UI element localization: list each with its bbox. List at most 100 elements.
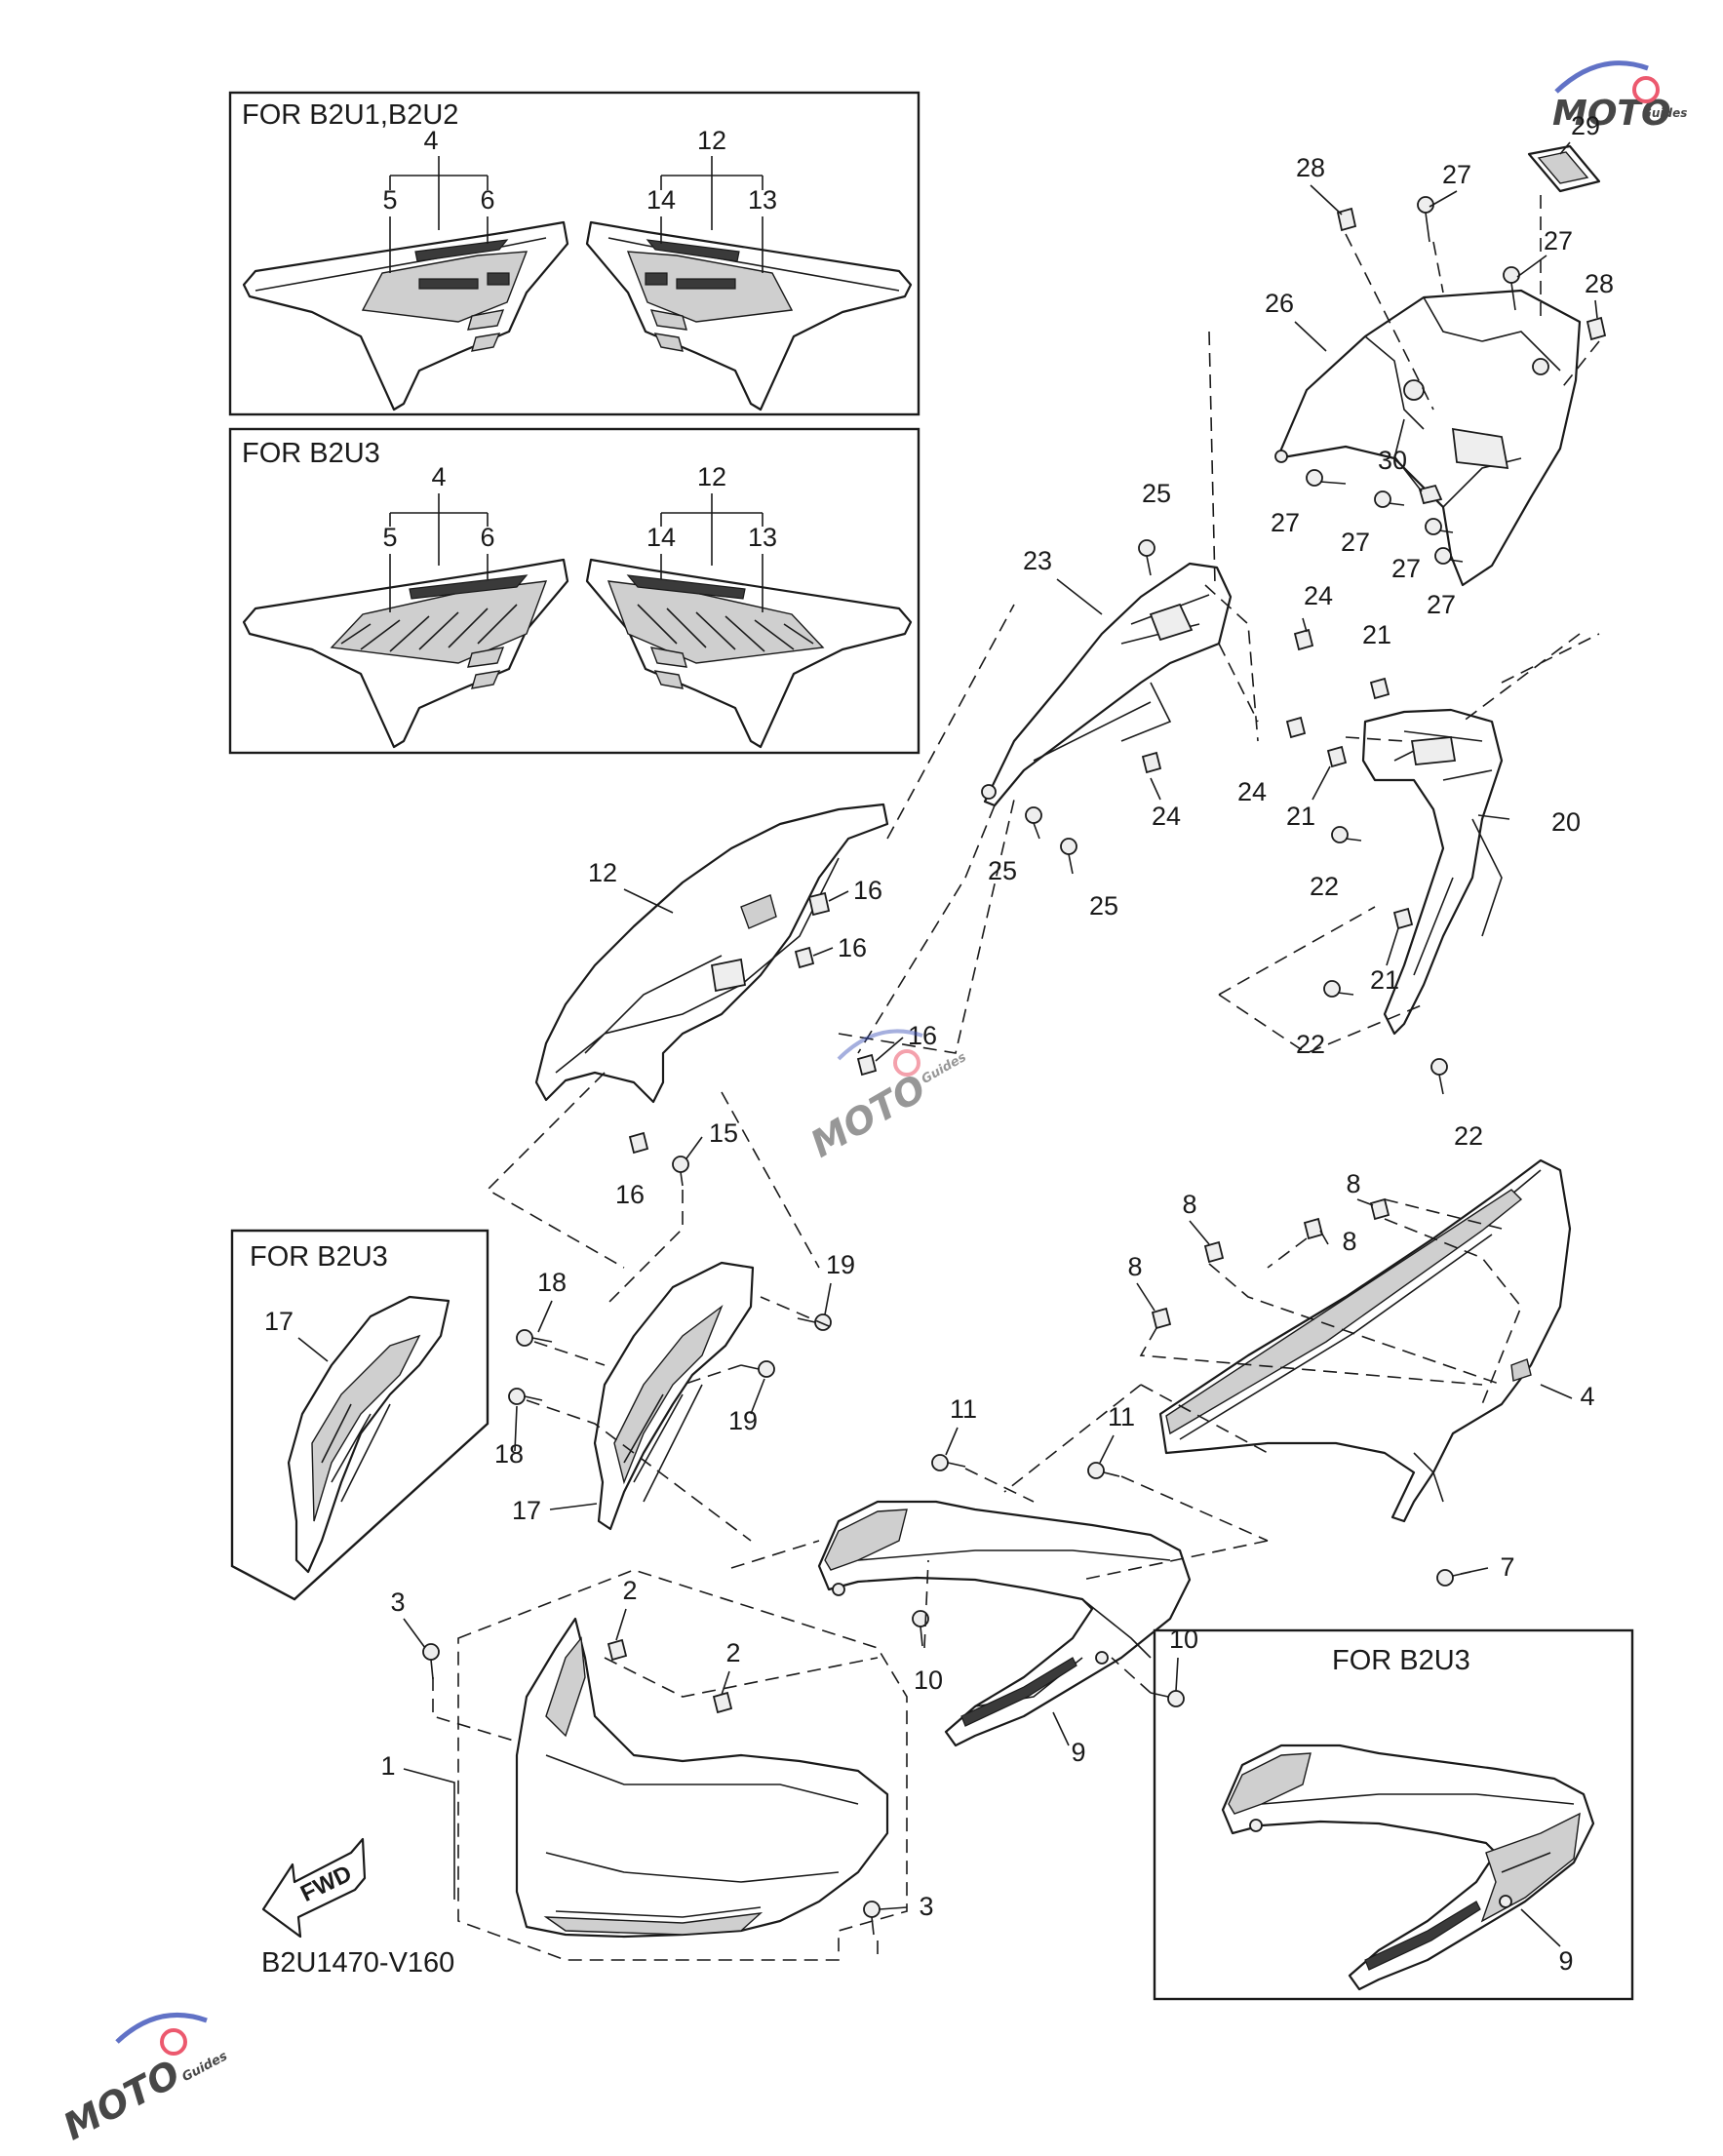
- watermark-sub: Guides: [179, 2049, 230, 2085]
- callout-27: 27: [1271, 508, 1300, 537]
- fasteners-24-25: [1025, 539, 1314, 875]
- screw-22a: [1331, 826, 1349, 843]
- callout-8: 8: [1342, 1227, 1356, 1256]
- nut-16c: [856, 1053, 878, 1077]
- callout-8: 8: [1346, 1169, 1360, 1198]
- inner-bracket-23-group: 25 23 24 24 24 25 25: [857, 331, 1333, 1054]
- callout-27: 27: [1427, 590, 1456, 619]
- watermark-swoosh-icon: [115, 2012, 208, 2044]
- rear-stay-20-group: 21 21 21 20 22 22 22: [1218, 620, 1600, 1151]
- front-side-cover-9-group: 11 11 10 10 9: [730, 1384, 1269, 1767]
- nut-16d: [628, 1131, 649, 1155]
- watermark-top-right: MOTO Guides: [1552, 60, 1687, 134]
- watermark-swoosh-icon: [1554, 60, 1649, 94]
- screw-27d: [1374, 490, 1391, 508]
- front-side-cover-9-b2u3-illustration: [1221, 1744, 1595, 1991]
- nut-21c: [1392, 907, 1414, 930]
- inset-frame: [228, 427, 920, 755]
- nut-21b: [1326, 745, 1348, 768]
- callout-8: 8: [1182, 1190, 1196, 1219]
- watermark-brand: MOTO: [803, 1066, 933, 1165]
- callout-30: 30: [1378, 446, 1407, 475]
- callouts-tail: 28 27 29 27 28 26 30 27 27 27 27: [1265, 111, 1614, 619]
- callout-21: 21: [1286, 802, 1315, 831]
- callout-21: 21: [1362, 620, 1391, 649]
- callouts-1: 2 2 3 3 1: [380, 1576, 933, 1921]
- callout-5: 5: [382, 185, 397, 215]
- nut-21a: [1369, 677, 1390, 700]
- callout-12: 12: [588, 858, 617, 887]
- nut-24a: [1293, 628, 1314, 651]
- diagram-code: B2U1470-V160: [261, 1947, 454, 1979]
- callout-18: 18: [494, 1439, 524, 1469]
- rear-tail-bracket-group: 28 27 29 27 28 26 30 27 27 27 27: [1265, 111, 1614, 619]
- callout-14: 14: [646, 185, 676, 215]
- callout-17: 17: [512, 1496, 541, 1525]
- callout-25: 25: [988, 856, 1017, 885]
- nut-8c: [1303, 1217, 1324, 1240]
- watermark-bottom-left: MOTO Guides: [57, 2012, 230, 2148]
- callout-29: 29: [1571, 111, 1600, 140]
- forward-arrow: FWD: [261, 1837, 367, 1939]
- callout-7: 7: [1500, 1552, 1514, 1582]
- screw-27c: [1306, 469, 1323, 487]
- screw-19b: [758, 1360, 775, 1378]
- inset-title: FOR B2U3: [242, 438, 380, 469]
- callout-14: 14: [646, 523, 676, 552]
- callout-3: 3: [390, 1588, 405, 1617]
- watermark-gear-icon: [160, 2028, 187, 2056]
- callout-22: 22: [1296, 1030, 1325, 1059]
- callout-2: 2: [725, 1638, 740, 1667]
- side-panel-17: [593, 1261, 755, 1531]
- side-cover-left-illustration: [242, 220, 569, 412]
- callout-25: 25: [1089, 891, 1118, 921]
- part-17-b2u3-illustration: [287, 1295, 450, 1574]
- callouts-23: 25 23 24 24 24 25 25: [988, 479, 1333, 921]
- callouts-17: 18 18 19 19 17: [494, 1250, 855, 1525]
- side-cover-left-b2u3-illustration: [242, 558, 569, 749]
- callout-18: 18: [537, 1268, 567, 1297]
- rear-stay-20: [1361, 708, 1504, 1036]
- callout-27: 27: [1391, 554, 1421, 583]
- callout-12: 12: [697, 126, 726, 155]
- screw-3a: [422, 1643, 440, 1661]
- callout-19: 19: [826, 1250, 855, 1279]
- inset-frame: [230, 1229, 489, 1601]
- inset-frame: [1153, 1628, 1634, 2001]
- side-cover-4-group: 8 8 8 8 4 7: [1127, 1158, 1595, 1587]
- side-cover-4: [1158, 1158, 1572, 1523]
- fasteners-10-11: [912, 1454, 1185, 1707]
- fasteners-21-22: [1323, 677, 1448, 1095]
- callout-13: 13: [748, 185, 777, 215]
- callout-2: 2: [622, 1576, 637, 1605]
- callout-9: 9: [1558, 1946, 1573, 1976]
- nut-24b: [1285, 716, 1307, 739]
- screw-27f: [1434, 547, 1452, 565]
- callout-4: 4: [1580, 1382, 1594, 1411]
- inset-box-b2u3-top: FOR B2U3 4 5 6 12 14 13: [228, 427, 920, 755]
- screw-11a: [931, 1454, 949, 1471]
- callout-3: 3: [919, 1892, 933, 1921]
- callout-27: 27: [1544, 226, 1573, 255]
- callouts-4: 8 8 8 8 4 7: [1127, 1169, 1594, 1582]
- tail-bracket-26: [1275, 289, 1582, 587]
- inset-title: FOR B2U3: [250, 1241, 388, 1273]
- fwd-arrow-icon: [261, 1837, 367, 1939]
- callout-10: 10: [1169, 1625, 1198, 1654]
- callout-8: 8: [1127, 1252, 1142, 1281]
- callout-24: 24: [1152, 802, 1181, 831]
- callouts-12: 12 16 16 16 15 16: [588, 858, 937, 1209]
- fasteners-15-16: [628, 891, 878, 1187]
- side-cover-right-b2u3-illustration: [585, 558, 913, 749]
- callout-26: 26: [1265, 289, 1294, 318]
- callouts-9: 11 11 10 10 9: [914, 1394, 1198, 1767]
- side-cover-12-group: 12 16 16 16 15 16: [486, 604, 1015, 1308]
- screw-10b: [1167, 1690, 1185, 1707]
- inset-box-b2u1-b2u2: FOR B2U1,B2U2 4 5 6: [228, 91, 920, 416]
- callout-15: 15: [709, 1118, 738, 1148]
- nut-8d: [1369, 1197, 1390, 1221]
- callout-27: 27: [1442, 160, 1471, 189]
- nut-16a: [807, 891, 831, 917]
